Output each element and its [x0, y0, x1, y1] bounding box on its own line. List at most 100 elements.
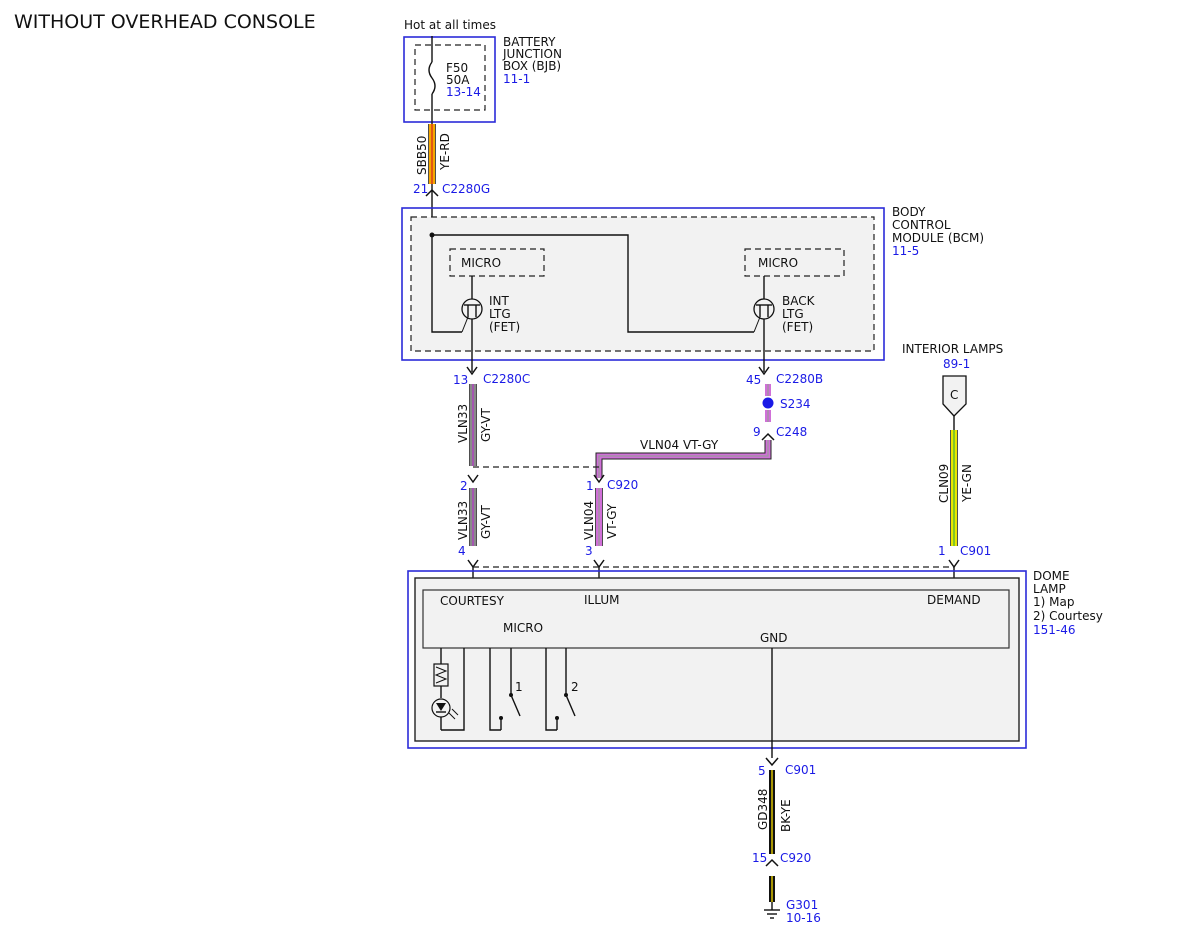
c2280g-pin: 21	[413, 182, 428, 196]
bjb-box	[403, 36, 496, 123]
gd348-pin-bottom: 15	[752, 851, 767, 865]
dome-name-3: 1) Map	[1033, 595, 1074, 609]
dome-ref: 151-46	[1033, 623, 1076, 637]
bcm-inner	[410, 216, 875, 352]
c2280g-connector: C2280G	[442, 182, 490, 196]
dome-name-4: 2) Courtesy	[1033, 609, 1103, 623]
bjb-ref: 11-1	[503, 72, 530, 86]
c920-right-arrow	[593, 474, 605, 484]
wire-vln04-upper	[765, 384, 771, 422]
fet-int-ltg	[461, 276, 483, 372]
dome-micro: MICRO	[503, 621, 543, 635]
hot-at-all-times-label: Hot at all times	[404, 18, 496, 32]
bcm-name-1: BODY	[892, 205, 926, 219]
dome-gnd: GND	[760, 631, 788, 645]
vln33-pin-bottom: 4	[458, 544, 466, 558]
gd348-pin-top: 5	[758, 764, 766, 778]
splice-s234	[762, 397, 774, 409]
dome-demand: DEMAND	[927, 593, 981, 607]
c2280b-arrow	[758, 366, 770, 376]
switch-2-label: 2	[571, 680, 579, 694]
sbb50-color: YE-RD	[438, 133, 452, 171]
gd348-color: BK-YE	[779, 799, 793, 832]
vln04-pin-top: 1	[586, 479, 594, 493]
interior-lamps-connector	[942, 375, 967, 417]
wire-vln33-top	[469, 384, 477, 466]
gd348-connector-bottom: C920	[780, 851, 811, 865]
vln04-pin-bottom: 3	[585, 544, 593, 558]
c2280c-arrow	[466, 366, 478, 376]
page-title: WITHOUT OVERHEAD CONSOLE	[14, 11, 316, 33]
cln09-color: YE-GN	[960, 464, 974, 503]
fet-right-2: LTG	[782, 307, 804, 321]
fet-right-3: (FET)	[782, 320, 813, 334]
sbb50-circuit: SBB50	[415, 136, 429, 175]
fet-left-3: (FET)	[489, 320, 520, 334]
fet-left-1: INT	[489, 294, 510, 308]
c901-bottom-arrow	[765, 757, 779, 767]
bcm-micro-left: MICRO	[461, 256, 501, 270]
fuse-rating: 50A	[446, 73, 470, 87]
bjb-name-3: BOX (BJB)	[503, 59, 561, 73]
wire-sbb50	[428, 124, 436, 184]
vln33-bottom-color: GY-VT	[479, 505, 493, 539]
bjb-name-1: BATTERY	[503, 35, 556, 49]
vln33-top-color: GY-VT	[479, 408, 493, 442]
bjb-fuse-box	[414, 44, 486, 111]
c920-connector: C920	[607, 478, 638, 492]
switch-2-icon	[545, 648, 576, 731]
fuse-id: F50	[446, 61, 468, 75]
fuse-ref: 13-14	[446, 85, 481, 99]
bcm-micro-right: MICRO	[758, 256, 798, 270]
dome-name-2: LAMP	[1033, 582, 1066, 596]
wire-vln04-bottom	[595, 488, 603, 546]
bcm-ref: 11-5	[892, 244, 919, 258]
bcm-name-3: MODULE (BCM)	[892, 231, 984, 245]
interior-lamps-connector-letter: C	[950, 388, 958, 402]
interior-lamps-label: INTERIOR LAMPS	[902, 342, 1003, 356]
c920-left-arrow	[467, 474, 479, 484]
wire-gd348-lower	[769, 876, 775, 902]
c901-top-connector: C901	[960, 544, 991, 558]
ground-icon	[764, 902, 780, 919]
bjb-name-2: JUNCTION	[502, 47, 562, 61]
wire-cln09	[950, 430, 958, 546]
dome-name-1: DOME	[1033, 569, 1070, 583]
bcm-box	[401, 207, 885, 361]
ground-id: G301	[786, 898, 818, 912]
bcm-micro-right-box	[744, 248, 845, 277]
dome-illum: ILLUM	[584, 593, 619, 607]
dome-lamp-box	[407, 570, 1027, 749]
switch-1-label: 1	[515, 680, 523, 694]
wire-vln33-bottom	[469, 488, 477, 546]
switch-1-icon	[489, 648, 521, 731]
fuse-symbol	[428, 61, 436, 95]
fet-left-2: LTG	[489, 307, 511, 321]
led-icon	[431, 648, 465, 731]
c248-connector: C248	[776, 425, 807, 439]
splice-s234-label: S234	[780, 397, 811, 411]
fet-back-ltg	[753, 276, 775, 372]
c901-top-pin: 1	[938, 544, 946, 558]
vln33-pin-top: 2	[460, 479, 468, 493]
c2280c-connector: C2280C	[483, 372, 530, 386]
vln33-bottom-circuit: VLN33	[456, 501, 470, 540]
interior-lamps-ref: 89-1	[943, 357, 970, 371]
cln09-circuit: CLN09	[937, 464, 951, 503]
dome-courtesy: COURTESY	[440, 594, 505, 608]
vln33-top-circuit: VLN33	[456, 404, 470, 443]
bcm-name-2: CONTROL	[892, 218, 951, 232]
dome-lamp-micro-box	[422, 589, 1010, 649]
ground-ref: 10-16	[786, 911, 821, 925]
c248-arrow	[761, 432, 775, 441]
c248-pin: 9	[753, 425, 761, 439]
vln04-top-label: VLN04 VT-GY	[640, 438, 719, 452]
gd348-circuit: GD348	[756, 789, 770, 830]
gd348-connector-top: C901	[785, 763, 816, 777]
vln04-bottom-circuit: VLN04	[582, 501, 596, 540]
vln04-bottom-color: VT-GY	[605, 503, 619, 539]
c2280c-pin: 13	[453, 373, 468, 387]
wire-gd348	[769, 770, 775, 854]
